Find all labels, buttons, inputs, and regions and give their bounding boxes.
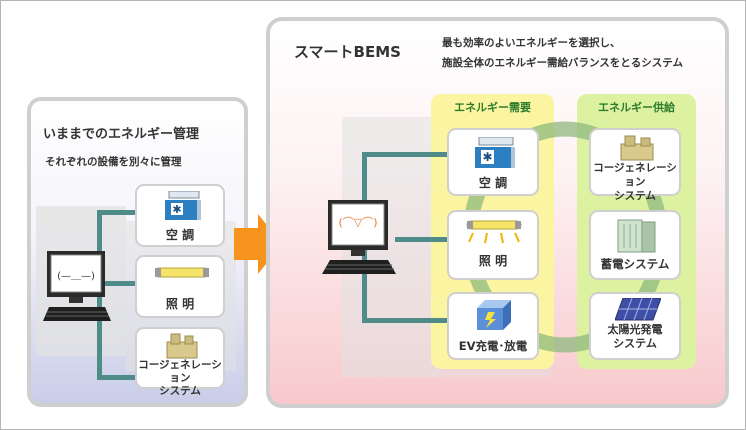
- old-system-panel: いままでのエネルギー管理 それぞれの設備を別々に管理 (—＿—) ✱: [27, 97, 248, 407]
- demand-item-label: EV充電･放電: [458, 339, 528, 353]
- energy-demand-title: エネルギー需要: [454, 101, 531, 114]
- old-item-cogeneration: コージェネレーション システム: [135, 327, 225, 397]
- energy-supply-title: エネルギー供給: [598, 101, 675, 114]
- svg-text:✱: ✱: [172, 203, 181, 216]
- old-system-title: いままでのエネルギー管理: [43, 127, 200, 142]
- old-item-air-conditioner: ✱ 空 調: [135, 184, 225, 247]
- ev-battery-icon: [477, 300, 513, 336]
- light-tube-icon: [154, 263, 210, 287]
- connection-wire: [97, 281, 137, 286]
- connection-wire: [395, 237, 450, 242]
- connection-wire: [97, 210, 137, 215]
- cogeneration-icon: [617, 134, 661, 166]
- air-conditioner-icon: ✱: [475, 136, 515, 173]
- bems-description-line1: 最も効率のよいエネルギーを選択し、: [442, 37, 621, 49]
- monitor-face-text: (—＿—): [57, 271, 95, 282]
- demand-item-air-conditioner: ✱ 空 調: [447, 128, 539, 196]
- light-tube-icon: [463, 218, 525, 250]
- monitor-face-text: (⌒▽⌒): [338, 216, 378, 229]
- supply-item-storage: 蓄電システム: [589, 210, 681, 280]
- demand-item-label: 照 明: [478, 254, 508, 268]
- old-item-label: 空 調: [165, 228, 195, 242]
- computer-monitor-icon: (—＿—): [43, 249, 113, 329]
- demand-item-lighting: 照 明: [447, 210, 539, 280]
- svg-text:✱: ✱: [482, 150, 492, 164]
- air-conditioner-icon: ✱: [165, 190, 201, 225]
- connection-wire: [362, 318, 450, 323]
- supply-item-label: 蓄電システム: [600, 257, 670, 271]
- storage-battery-icon: [617, 218, 657, 258]
- connection-wire: [362, 152, 450, 157]
- supply-item-label: コージェネレーション システム: [593, 162, 677, 202]
- old-item-label: コージェネレーション システム: [138, 359, 222, 397]
- bems-description-line2: 施設全体のエネルギー需給バランスをとるシステム: [442, 57, 683, 69]
- demand-item-ev: EV充電･放電: [447, 292, 539, 360]
- old-item-label: 照 明: [165, 297, 195, 311]
- solar-panel-icon: [614, 297, 662, 326]
- demand-item-label: 空 調: [478, 176, 508, 190]
- cogeneration-icon: [163, 332, 203, 364]
- supply-item-label: 太陽光発電 システム: [607, 323, 663, 350]
- bems-title: スマートBEMS: [294, 43, 401, 61]
- supply-item-solar: 太陽光発電 システム: [589, 292, 681, 360]
- old-system-subtitle: それぞれの設備を別々に管理: [45, 156, 182, 168]
- computer-monitor-icon: (⌒▽⌒): [322, 200, 398, 280]
- connection-wire: [97, 375, 137, 380]
- old-item-lighting: 照 明: [135, 255, 225, 318]
- supply-item-cogeneration: コージェネレーション システム: [589, 128, 681, 202]
